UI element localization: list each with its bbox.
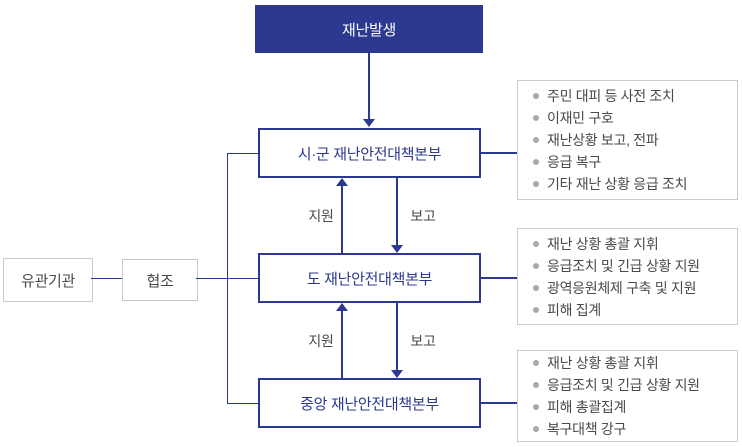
node-do-hq-label: 도 재난안전대책본부: [306, 270, 433, 288]
node-related-organizations-label: 유관기관: [20, 272, 75, 290]
flow-label-support-1: 지원: [308, 208, 334, 224]
list-item-text: 복구대책 강구: [547, 421, 627, 437]
list-item-text: 재난 상황 총괄 지휘: [547, 235, 659, 252]
connector-report-do-to-central: [396, 303, 398, 370]
node-central-hq: 중앙 재난안전대책본부: [258, 378, 481, 428]
connector-central-to-list: [481, 402, 517, 404]
node-do-hq: 도 재난안전대책본부: [258, 253, 481, 303]
list-item: 광역응원체제 구축 및 지원: [533, 277, 737, 299]
node-disaster-occurrence: 재난발생: [255, 5, 483, 53]
arrow-down-icon: [391, 370, 403, 378]
connector-left-trunk: [227, 153, 228, 403]
flow-label-support-2: 지원: [308, 333, 334, 349]
list-item: 재난 상황 총괄 지휘: [533, 233, 737, 255]
list-item-text: 이재민 구호: [547, 110, 614, 126]
bullet-icon: [533, 181, 539, 187]
node-cooperation: 협조: [122, 259, 198, 301]
list-item-text: 응급 복구: [547, 154, 601, 170]
bullet-icon: [533, 426, 539, 432]
node-central-hq-label: 중앙 재난안전대책본부: [300, 395, 439, 413]
list-item: 응급조치 및 긴급 상황 지원: [533, 374, 737, 396]
list-item-text: 주민 대피 등 사전 조치: [547, 88, 675, 104]
node-related-organizations: 유관기관: [3, 258, 93, 302]
node-cooperation-label: 협조: [146, 272, 174, 290]
connector-trunk-to-sigun: [227, 153, 258, 154]
arrow-up-icon: [336, 303, 348, 311]
list-item: 응급 복구: [533, 151, 737, 173]
bullet-icon: [533, 240, 539, 247]
bullet-icon: [533, 262, 539, 269]
connector-do-to-list: [481, 277, 517, 279]
bullet-icon: [533, 93, 539, 99]
bullet-icon: [533, 404, 539, 410]
list-item: 재난 상황 총괄 지휘: [533, 352, 737, 374]
flow-label-report-2: 보고: [410, 333, 436, 349]
list-item: 복구대책 강구: [533, 418, 737, 440]
sigun-duties-list: 주민 대피 등 사전 조치 이재민 구호 재난상황 보고, 전파 응급 복구 기…: [517, 80, 738, 200]
list-item-text: 재난 상황 총괄 지휘: [547, 355, 659, 371]
list-item: 기타 재난 상황 응급 조치: [533, 173, 737, 195]
list-item: 피해 총괄집계: [533, 396, 737, 418]
flow-label-report-1: 보고: [410, 208, 436, 224]
arrow-down-icon: [391, 245, 403, 253]
connector-disaster-to-sigun: [368, 53, 370, 119]
arrow-up-icon: [336, 178, 348, 186]
connector-sigun-to-list: [481, 152, 517, 154]
list-item: 이재민 구호: [533, 107, 737, 129]
bullet-icon: [533, 137, 539, 143]
list-item-text: 광역응원체제 구축 및 지원: [547, 279, 697, 296]
list-item: 응급조치 및 긴급 상황 지원: [533, 255, 737, 277]
list-item: 피해 집계: [533, 299, 737, 321]
bullet-icon: [533, 306, 539, 313]
bullet-icon: [533, 284, 539, 291]
list-item-text: 재난상황 보고, 전파: [547, 132, 659, 148]
connector-support-do-to-sigun: [341, 186, 343, 253]
connector-support-central-to-do: [341, 311, 343, 378]
list-item: 재난상황 보고, 전파: [533, 129, 737, 151]
connector-relatedorg-to-cooperation: [91, 278, 122, 279]
list-item-text: 응급조치 및 긴급 상황 지원: [547, 257, 700, 274]
list-item-text: 피해 집계: [547, 301, 601, 318]
list-item: 주민 대피 등 사전 조치: [533, 85, 737, 107]
connector-trunk-to-central: [227, 403, 258, 404]
bullet-icon: [533, 360, 539, 366]
list-item-text: 기타 재난 상황 응급 조치: [547, 176, 688, 192]
list-item-text: 응급조치 및 긴급 상황 지원: [547, 377, 700, 393]
list-item-text: 피해 총괄집계: [547, 399, 627, 415]
node-disaster-occurrence-label: 재난발생: [341, 21, 396, 39]
do-duties-list: 재난 상황 총괄 지휘 응급조치 및 긴급 상황 지원 광역응원체제 구축 및 …: [517, 228, 738, 325]
bullet-icon: [533, 382, 539, 388]
node-sigun-hq-label: 시·군 재난안전대책본부: [297, 145, 442, 163]
node-sigun-hq: 시·군 재난안전대책본부: [258, 128, 481, 178]
bullet-icon: [533, 159, 539, 165]
bullet-icon: [533, 115, 539, 121]
central-duties-list: 재난 상황 총괄 지휘 응급조치 및 긴급 상황 지원 피해 총괄집계 복구대책…: [517, 350, 738, 442]
connector-report-sigun-to-do: [396, 178, 398, 245]
arrow-down-icon: [363, 119, 375, 127]
